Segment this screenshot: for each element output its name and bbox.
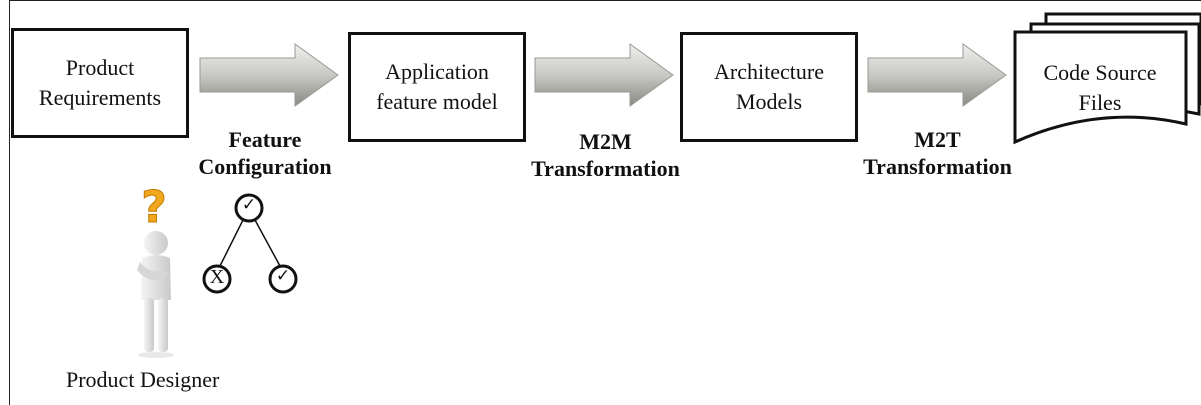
m2m-transformation-label: M2M Transformation xyxy=(531,129,680,181)
application-feature-model-box: Application feature model xyxy=(348,32,526,142)
feature-left-node xyxy=(202,264,232,294)
code-source-files-document-stack xyxy=(1013,12,1201,145)
feature-root-mark: ✓ xyxy=(241,195,257,215)
code-source-files-label: Code Source Files xyxy=(1043,60,1157,115)
feature-configuration-label: Feature Configuration xyxy=(198,127,332,179)
feature-root-node xyxy=(234,193,264,223)
feature-right-mark: ✓ xyxy=(275,266,291,286)
m2t-transformation-label: M2T Transformation xyxy=(863,127,1012,179)
person-question-icon: ? xyxy=(137,182,174,358)
feature-left-mark: X xyxy=(209,266,225,288)
architecture-models-box: Architecture Models xyxy=(680,32,858,142)
arrow-m2m xyxy=(534,43,674,107)
svg-text:?: ? xyxy=(141,182,167,233)
product-designer-label: Product Designer xyxy=(66,367,220,392)
diagram-frame xyxy=(9,0,1201,405)
arrow-feature-configuration xyxy=(199,43,339,107)
feature-tree xyxy=(202,193,298,294)
feature-right-node xyxy=(268,264,298,294)
arrow-m2t xyxy=(867,43,1007,107)
product-requirements-box: Product Requirements xyxy=(11,28,189,138)
